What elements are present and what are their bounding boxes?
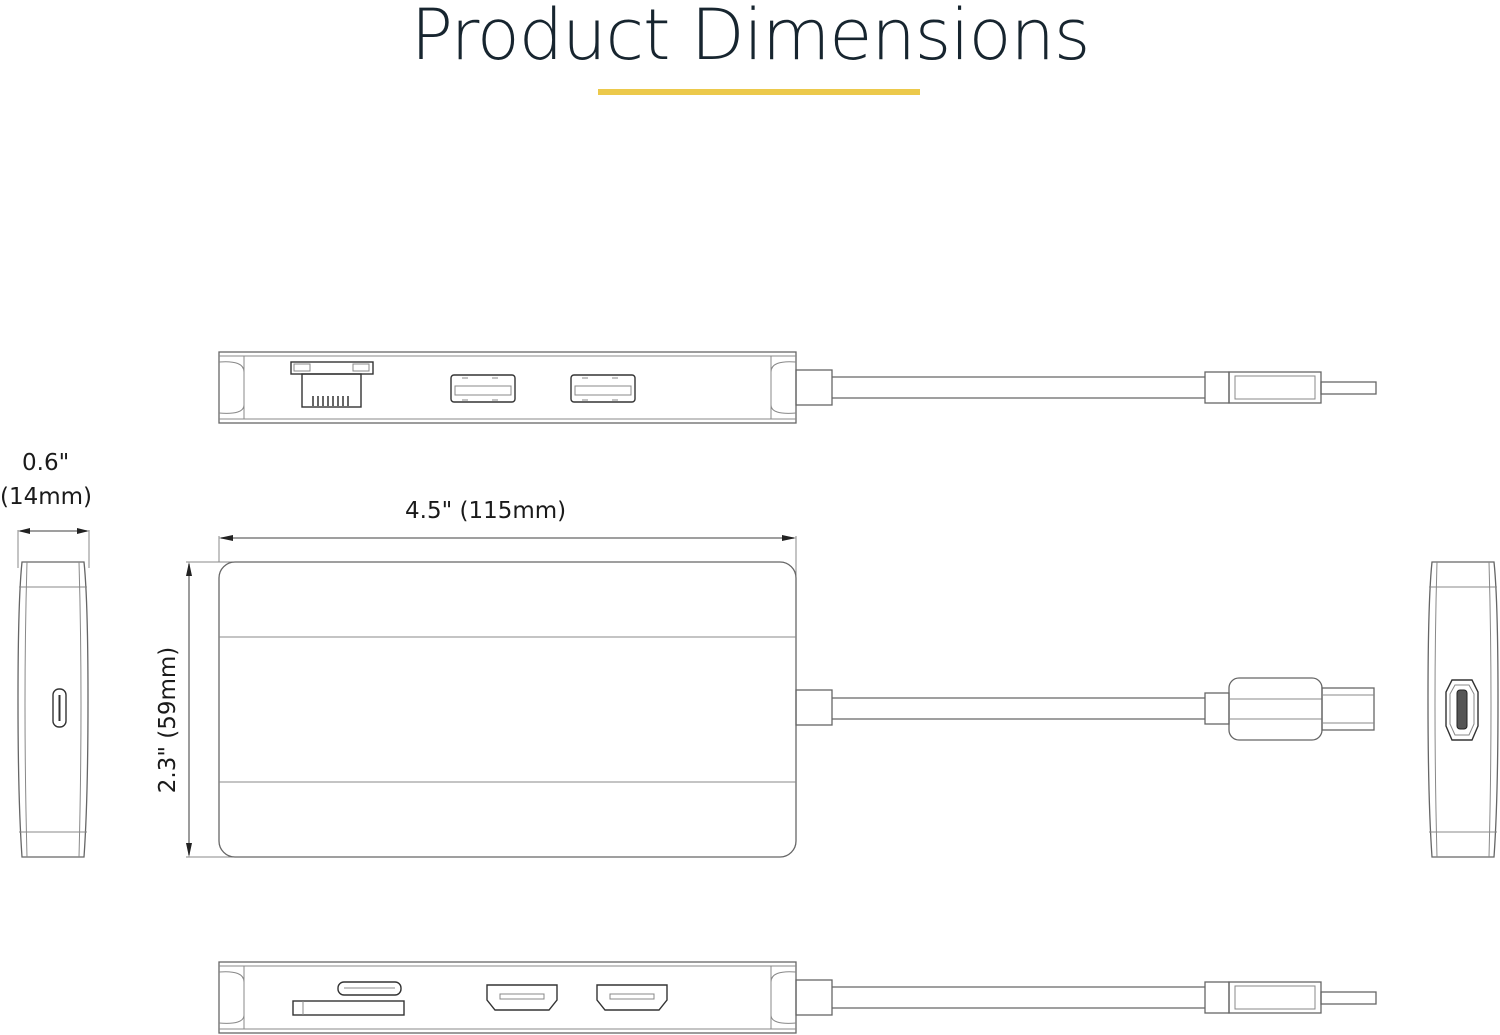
width-label: 4.5" (115mm) [405,498,567,524]
hdmi-port-icon [596,984,668,1011]
right-end-view [1427,561,1499,858]
microsd-slot-icon [337,981,402,996]
left-end-view [17,528,90,858]
top-view [186,535,1375,858]
rj45-port-icon [290,361,374,408]
title-accent-underline [598,89,920,95]
sd-card-slot-icon [292,1000,405,1016]
top-side-view [218,351,1377,424]
usb-c-port-icon [1445,679,1479,741]
usb-a-port-icon [570,374,636,403]
usb-c-cable [795,677,1375,741]
page-title: Product Dimensions [410,0,1091,76]
depth-label-inches: 0.6" [22,450,70,476]
usb-c-cable [795,979,1377,1016]
usb-c-port-icon [52,688,67,728]
usb-c-cable [795,369,1377,406]
depth-label-mm: (14mm) [0,484,93,510]
hdmi-port-icon [486,984,558,1011]
bottom-side-view [218,961,1377,1034]
usb-a-port-icon [450,374,516,403]
